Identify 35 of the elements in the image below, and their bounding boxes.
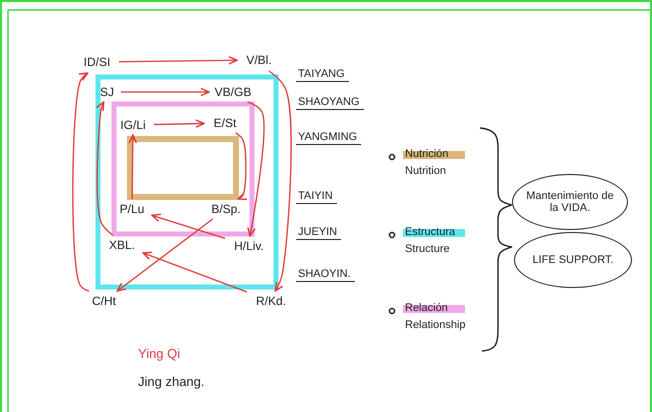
organ-label: C/Ht <box>92 294 116 308</box>
arrow <box>96 101 114 236</box>
ellipse-label: LIFE SUPPORT. <box>532 254 614 266</box>
organ-label: XBL. <box>108 238 135 252</box>
organ-label: P/Lu <box>120 202 144 216</box>
arrow <box>235 132 248 200</box>
meridian-level-label: SHAOYIN. <box>296 268 355 282</box>
legend-text: Relación Relationship <box>405 302 466 331</box>
meridian-level-label: JUEYIN <box>296 226 342 240</box>
arrow <box>121 88 210 96</box>
note-text: Jing zhang. <box>138 374 204 389</box>
arrow <box>116 218 214 292</box>
arrow <box>119 56 238 65</box>
organ-label: ID/SI <box>84 55 110 69</box>
ellipse-node <box>512 174 628 230</box>
organ-label: IG/Li <box>120 118 146 132</box>
meridian-level-label: TAIYIN <box>296 190 337 204</box>
organ-label: R/Kd. <box>256 294 286 308</box>
meridian-level-label: SHAOYANG <box>296 96 364 110</box>
legend-text: Estructura Structure <box>405 226 456 255</box>
organ-label: VB/GB <box>214 85 252 99</box>
arrow <box>72 72 90 292</box>
note-text: Ying Qi <box>138 346 180 361</box>
legend-text: Nutrición Nutrition <box>405 148 448 177</box>
arrow <box>128 134 138 199</box>
organ-label: E/St <box>214 116 236 130</box>
arrow <box>154 119 205 128</box>
organ-label: B/Sp. <box>211 202 241 216</box>
meridian-level-label: TAIYANG <box>296 68 349 82</box>
ellipse-node <box>514 232 632 288</box>
organ-label: SJ <box>100 85 114 99</box>
organ-label: H/Liv. <box>234 239 264 253</box>
meridian-level-label: YANGMING <box>296 131 362 145</box>
ellipse-label: Mantenimiento de la VIDA. <box>525 190 615 214</box>
organ-label: V/Bl. <box>246 53 272 67</box>
